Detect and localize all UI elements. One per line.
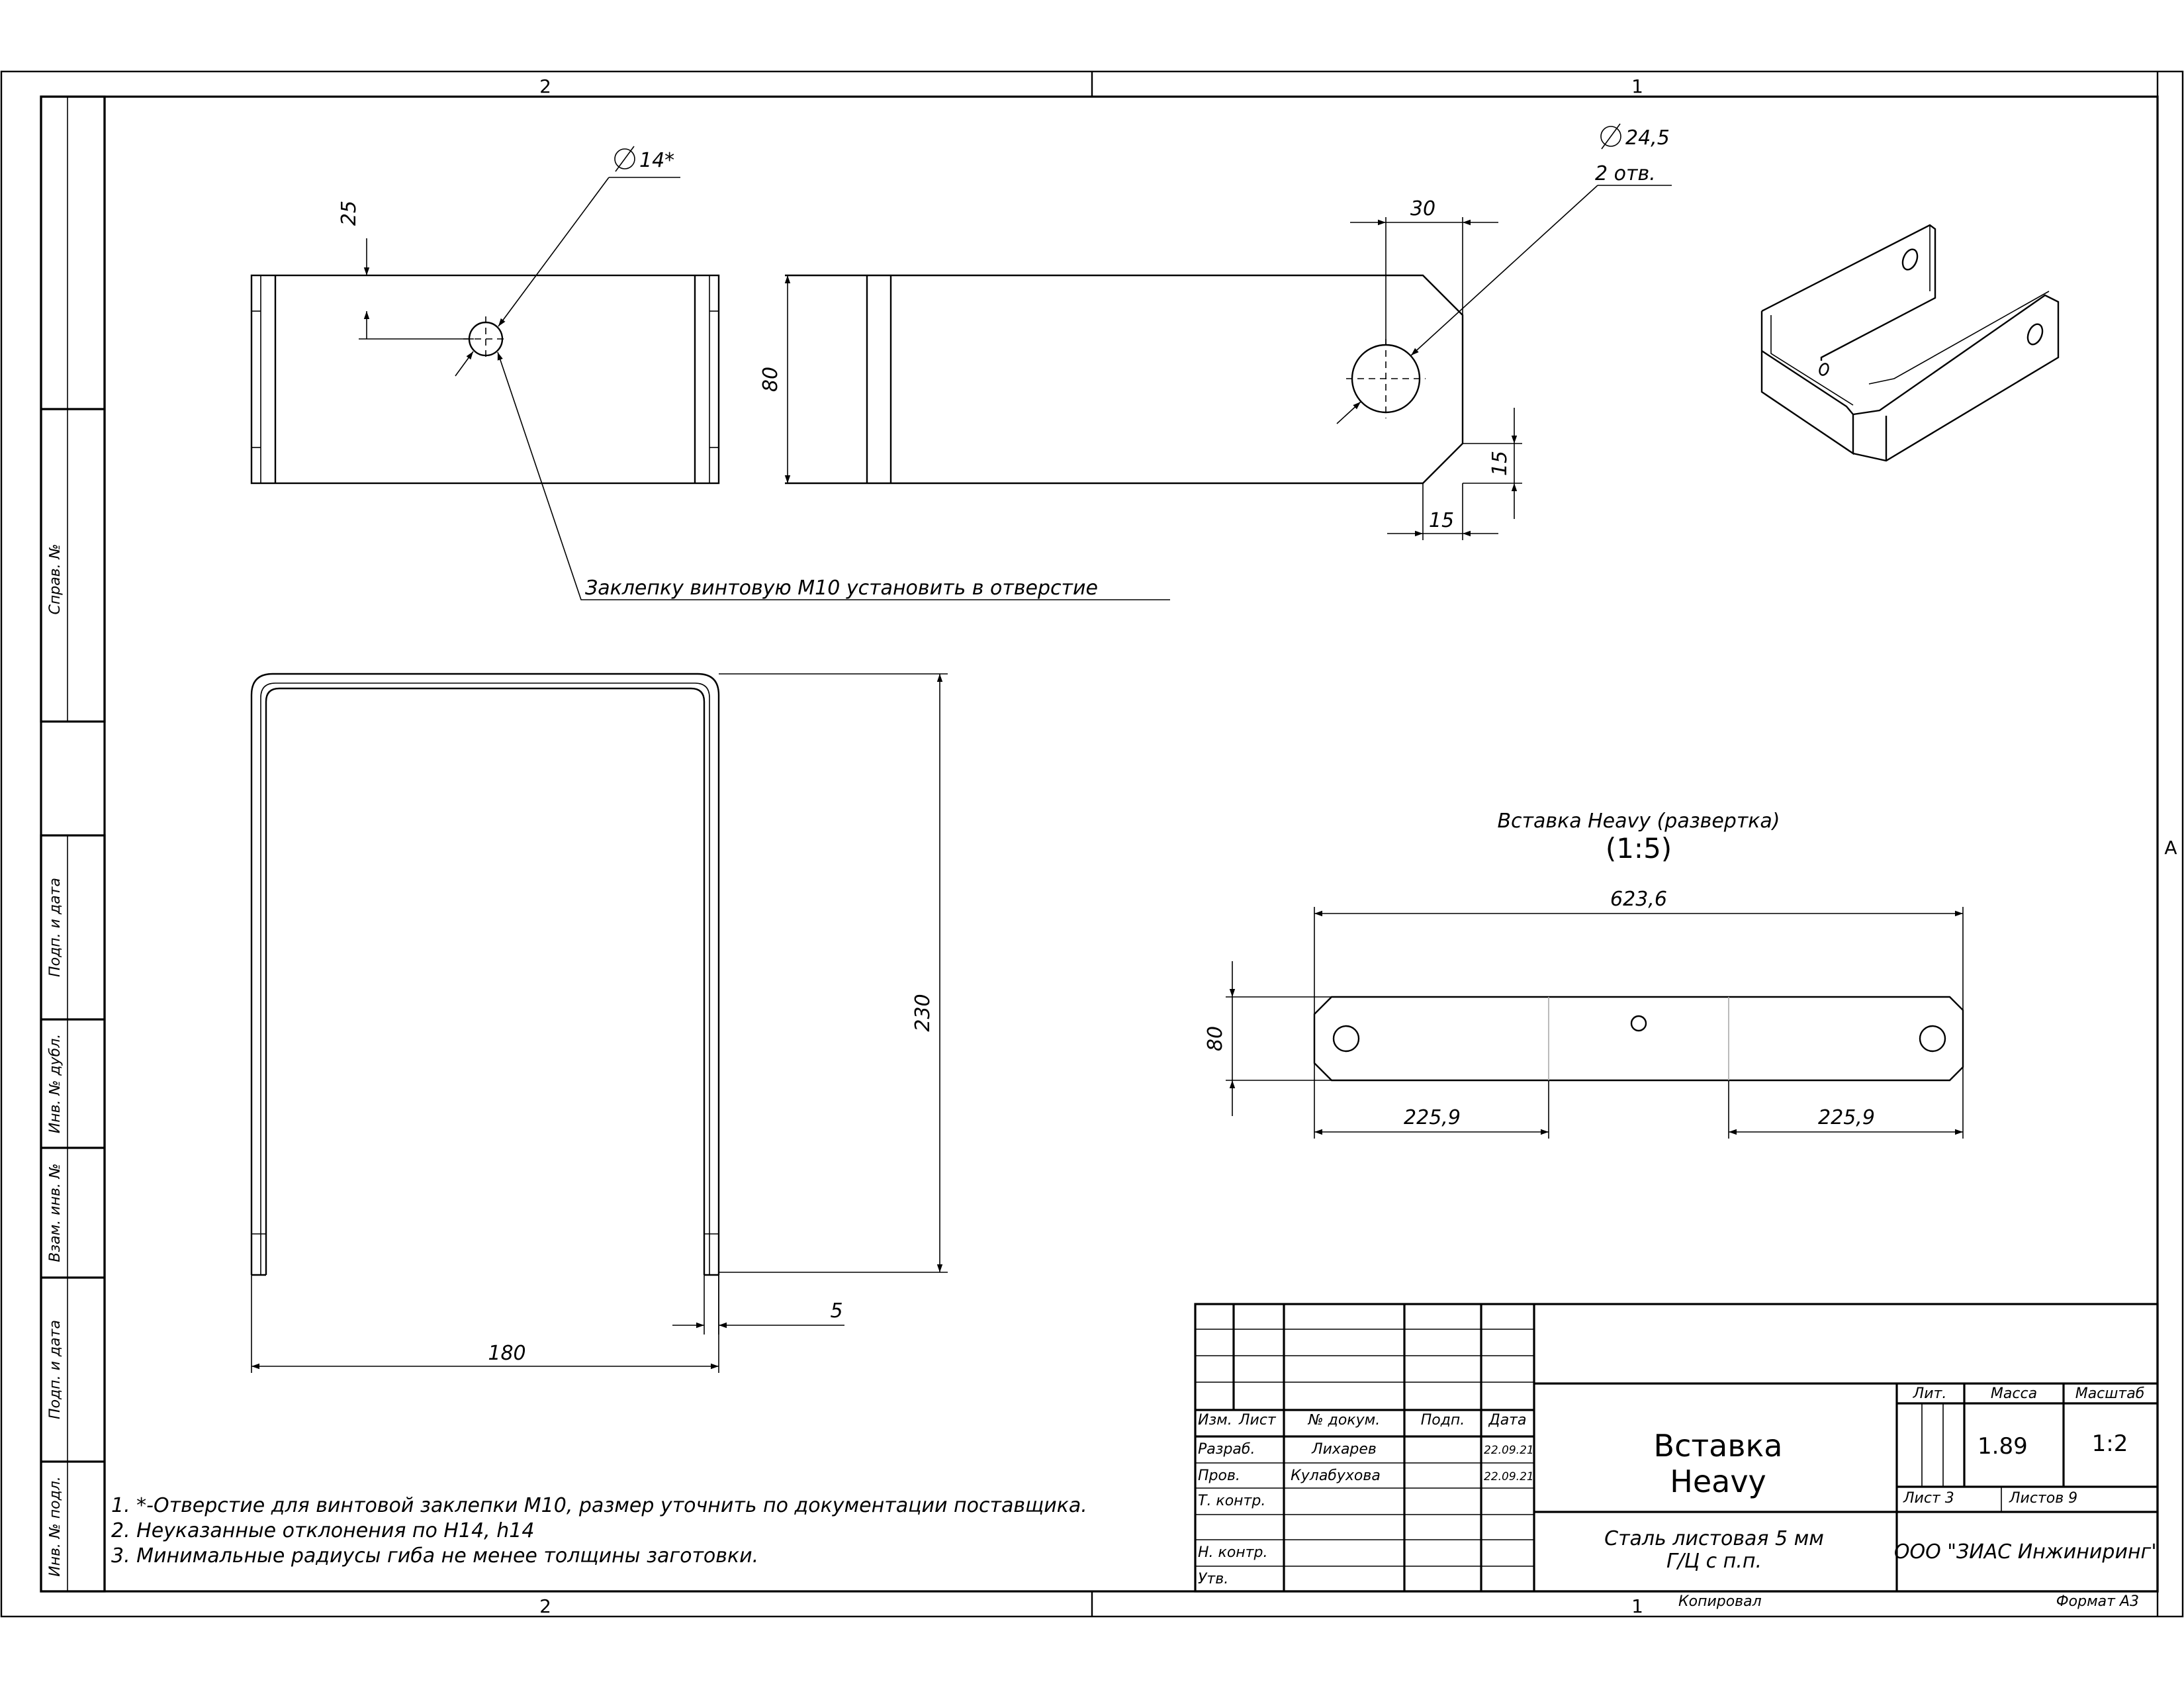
tb-lit-label: Лит. [1913, 1385, 1947, 1402]
zone-bottom-left: 2 [539, 1595, 551, 1617]
tb-role-tcontrol: Т. контр. [1198, 1493, 1265, 1509]
tb-material-1: Сталь листовая 5 мм [1604, 1527, 1824, 1550]
stamp-vzam: Взам. инв. № [47, 1163, 64, 1262]
tb-dev-date: 22.09.21 [1484, 1444, 1534, 1457]
tb-mass-label: Масса [1991, 1385, 2037, 1402]
dim-flat-right: 225,9 [1728, 1067, 1964, 1139]
dim-flat-total: 623,6 [1314, 888, 1964, 1014]
dim-wall-thickness: 5 [672, 1275, 844, 1335]
tb-checker: Кулабухова [1291, 1468, 1381, 1484]
rivet-callout-text: Заклепку винтовую М10 установить в отвер… [585, 577, 1098, 600]
dim-15-h-label: 15 [1429, 509, 1454, 532]
flat-hole-center [1630, 1015, 1647, 1032]
dim-14-label: 14* [639, 149, 674, 172]
dim-flat-left: 225,9 [1314, 1063, 1549, 1139]
front-view [250, 274, 720, 485]
dim-180-label: 180 [488, 1342, 525, 1365]
rivet-callout: Заклепку винтовую М10 установить в отвер… [497, 352, 1170, 600]
tb-sheet: Лист 3 [1903, 1490, 1954, 1507]
tb-mass: 1.89 [1978, 1433, 2028, 1460]
tb-role-ncontrol: Н. контр. [1198, 1544, 1267, 1561]
diameter-icon [1600, 126, 1621, 147]
flat-title: Вставка Heavy (развертка) [1497, 810, 1780, 833]
tb-scale: 1:2 [2092, 1430, 2128, 1457]
tb-role-approve: Утв. [1198, 1571, 1228, 1587]
tb-role-dev: Разраб. [1198, 1441, 1255, 1458]
tb-doc: № докум. [1308, 1412, 1380, 1429]
tb-podp: Подп. [1421, 1412, 1465, 1429]
dim-flat-height: 80 [1204, 961, 1332, 1116]
tb-check-date: 22.09.21 [1484, 1470, 1534, 1483]
stamp-inv-dubl: Инв. № дубл. [47, 1034, 64, 1134]
tb-sheets: Листов 9 [2009, 1490, 2077, 1507]
dim-225-9-right-label: 225,9 [1818, 1106, 1875, 1129]
dim-623-6-label: 623,6 [1610, 888, 1667, 911]
dim-5-label: 5 [830, 1299, 842, 1323]
stamp-podp-2: Подп. и дата [47, 1320, 64, 1419]
diameter-icon [614, 148, 635, 169]
dim-overall-height: 230 [719, 673, 948, 1273]
note-1: 1. *-Отверстие для винтовой заклепки М10… [111, 1494, 1087, 1517]
dim-15-v-label: 15 [1488, 451, 1512, 476]
dim-hole-dia-side: 24,5 2 отв. [1336, 123, 1672, 424]
note-3: 3. Минимальные радиусы гиба не менее тол… [111, 1544, 758, 1568]
dim-2-holes-label: 2 отв. [1595, 162, 1656, 185]
flat-scale: (1:5) [1606, 832, 1672, 865]
tb-scale-label: Масштаб [2075, 1385, 2145, 1402]
dim-30-label: 30 [1410, 197, 1435, 220]
dim-chamfer-h: 15 [1387, 483, 1498, 540]
dim-side-hole-pos: 30 [1350, 197, 1498, 344]
flat-hole-right [1919, 1025, 1946, 1053]
tb-title-2: Heavy [1670, 1464, 1766, 1499]
stamp-podp-1: Подп. и дата [47, 878, 64, 977]
dim-chamfer-v: 15 [1463, 408, 1522, 519]
stamp-sprav: Справ. № [47, 543, 64, 614]
dim-80-flat-label: 80 [1204, 1026, 1227, 1051]
dim-hole-dia-front: 14* [455, 146, 680, 377]
dim-side-height: 80 [759, 275, 791, 483]
tb-material-2: Г/Ц с п.п. [1666, 1550, 1762, 1573]
stamp-inv-podl: Инв. № подл. [47, 1476, 64, 1577]
sheet-frame [0, 70, 2184, 1618]
dim-230-label: 230 [911, 994, 934, 1031]
zone-right: A [2164, 837, 2177, 859]
profile-view [250, 673, 720, 1276]
side-view [785, 274, 1464, 485]
dim-hole-offset-front: 25 [338, 201, 474, 340]
tb-company: ООО "ЗИАС Инжиниринг" [1894, 1540, 2160, 1564]
flat-pattern [1313, 996, 1964, 1082]
tb-list: Лист [1238, 1412, 1277, 1429]
dim-25-label: 25 [338, 201, 361, 226]
tb-developer: Лихарев [1311, 1441, 1377, 1458]
note-2: 2. Неуказанные отклонения по H14, h14 [111, 1519, 534, 1542]
tb-izm: Изм. [1198, 1412, 1232, 1429]
tb-role-check: Пров. [1198, 1468, 1240, 1484]
tb-title-1: Вставка [1654, 1428, 1783, 1464]
zone-top-right: 1 [1631, 75, 1643, 97]
zone-bottom-right: 1 [1631, 1595, 1643, 1617]
dim-24-5-label: 24,5 [1625, 126, 1670, 150]
flat-hole-left [1332, 1025, 1360, 1053]
tb-format: Формат А3 [2056, 1593, 2139, 1610]
dim-overall-width: 180 [251, 1275, 719, 1373]
tb-copied: Копировал [1678, 1593, 1762, 1610]
dim-225-9-left-label: 225,9 [1404, 1106, 1461, 1129]
title-block [1194, 1303, 2159, 1593]
dim-80-side-label: 80 [759, 367, 782, 392]
tb-data: Дата [1488, 1412, 1527, 1429]
zone-top-left: 2 [539, 75, 551, 97]
isometric-view [1760, 224, 2060, 462]
